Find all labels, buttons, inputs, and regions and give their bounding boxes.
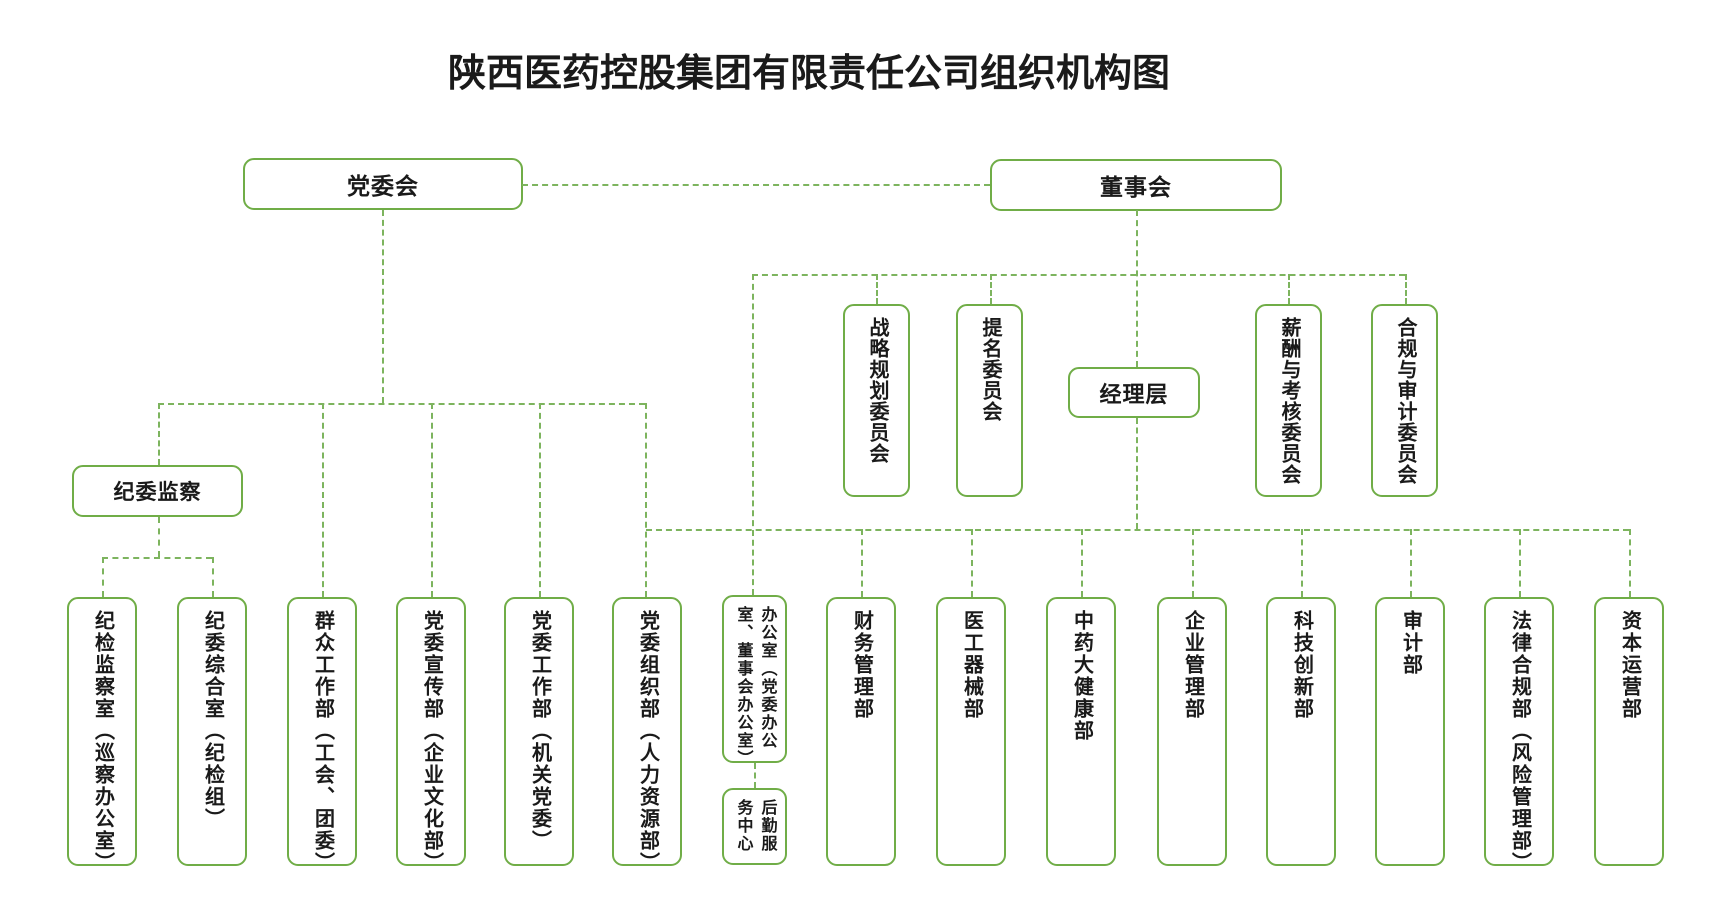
connector [1301, 529, 1303, 597]
dept-party-publicity: 党委宣传部（企业文化部） [396, 597, 466, 874]
dept-party-work: 党委工作部（机关党委） [504, 597, 574, 866]
committee-label: 合规与审计委员会 [1394, 317, 1416, 485]
connector [158, 403, 645, 405]
node-party-committee: 党委会 [243, 158, 523, 210]
dept-label: 财务管理部 [850, 610, 873, 720]
dept-label: 党委宣传部（企业文化部） [420, 610, 443, 874]
dept-audit: 审计部 [1375, 597, 1445, 866]
dept-mass-work: 群众工作部（工会、团委） [287, 597, 357, 874]
connector [1288, 274, 1290, 304]
node-committee-compliance-audit: 合规与审计委员会 [1371, 304, 1438, 497]
connector [322, 403, 324, 597]
dept-logistics-service-center: 后勤服务中心 [722, 788, 787, 865]
connector [102, 557, 104, 597]
connector [1519, 529, 1521, 597]
dept-label: 企业管理部 [1181, 610, 1204, 720]
dept-label: 纪委综合室（纪检组） [201, 610, 224, 830]
dept-label: 科技创新部 [1290, 610, 1313, 720]
dept-tcm-health: 中药大健康部 [1046, 597, 1116, 866]
connector [158, 517, 160, 557]
dept-enterprise-management: 企业管理部 [1157, 597, 1227, 866]
dept-label: 党委组织部（人力资源部） [636, 610, 659, 874]
page-title: 陕西医药控股集团有限责任公司组织机构图 [448, 53, 1171, 95]
connector [1081, 529, 1083, 597]
connector [1136, 418, 1138, 529]
connector [971, 529, 973, 597]
dept-label: 中药大健康部 [1070, 610, 1093, 742]
dept-label: 审计部 [1399, 610, 1422, 676]
committee-label: 提名委员会 [979, 317, 1001, 422]
connector [1136, 210, 1138, 367]
connector [431, 403, 433, 597]
dept-legal-compliance: 法律合规部（风险管理部） [1484, 597, 1554, 874]
dept-capital-operation: 资本运营部 [1594, 597, 1664, 866]
connector [1410, 529, 1412, 597]
connector [212, 557, 214, 597]
node-board-of-directors: 董事会 [990, 159, 1282, 211]
dept-label: 医工器械部 [960, 610, 983, 720]
connector [861, 529, 863, 597]
committee-label: 薪酬与考核委员会 [1278, 317, 1300, 485]
connector [754, 763, 756, 788]
dept-party-organization: 党委组织部（人力资源部） [612, 597, 682, 874]
dept-discipline-general-office: 纪委综合室（纪检组） [177, 597, 247, 866]
dept-label: 办公室（党委办公室、董事会办公室） [734, 606, 776, 768]
connector [1192, 529, 1194, 597]
connector [752, 274, 754, 595]
dept-label: 后勤服务中心 [734, 799, 776, 853]
connector [539, 403, 541, 597]
connector [158, 403, 160, 465]
connector [382, 210, 384, 403]
dept-general-office: 办公室（党委办公室、董事会办公室） [722, 595, 787, 768]
node-committee-strategy-planning: 战略规划委员会 [843, 304, 910, 497]
dept-label: 党委工作部（机关党委） [528, 610, 551, 852]
connector [1629, 529, 1631, 597]
dept-label: 群众工作部（工会、团委） [311, 610, 334, 874]
dept-medical-devices: 医工器械部 [936, 597, 1006, 866]
dept-discipline-supervision-office: 纪检监察室（巡察办公室） [67, 597, 137, 874]
node-management-layer: 经理层 [1068, 367, 1200, 418]
dept-label: 纪检监察室（巡察办公室） [91, 610, 114, 874]
connector [102, 557, 212, 559]
connector [645, 403, 647, 597]
dept-label: 资本运营部 [1618, 610, 1641, 720]
connector-party-board [522, 184, 990, 186]
connector [990, 274, 992, 304]
connector [646, 529, 1629, 531]
connector [752, 274, 1405, 276]
committee-label: 战略规划委员会 [866, 317, 888, 464]
connector [1405, 274, 1407, 304]
dept-label: 法律合规部（风险管理部） [1508, 610, 1531, 874]
node-committee-nomination: 提名委员会 [956, 304, 1023, 497]
connector [876, 274, 878, 304]
node-discipline-inspection: 纪委监察 [72, 465, 243, 517]
dept-tech-innovation: 科技创新部 [1266, 597, 1336, 866]
dept-finance-management: 财务管理部 [826, 597, 896, 866]
node-committee-compensation-assessment: 薪酬与考核委员会 [1255, 304, 1322, 497]
